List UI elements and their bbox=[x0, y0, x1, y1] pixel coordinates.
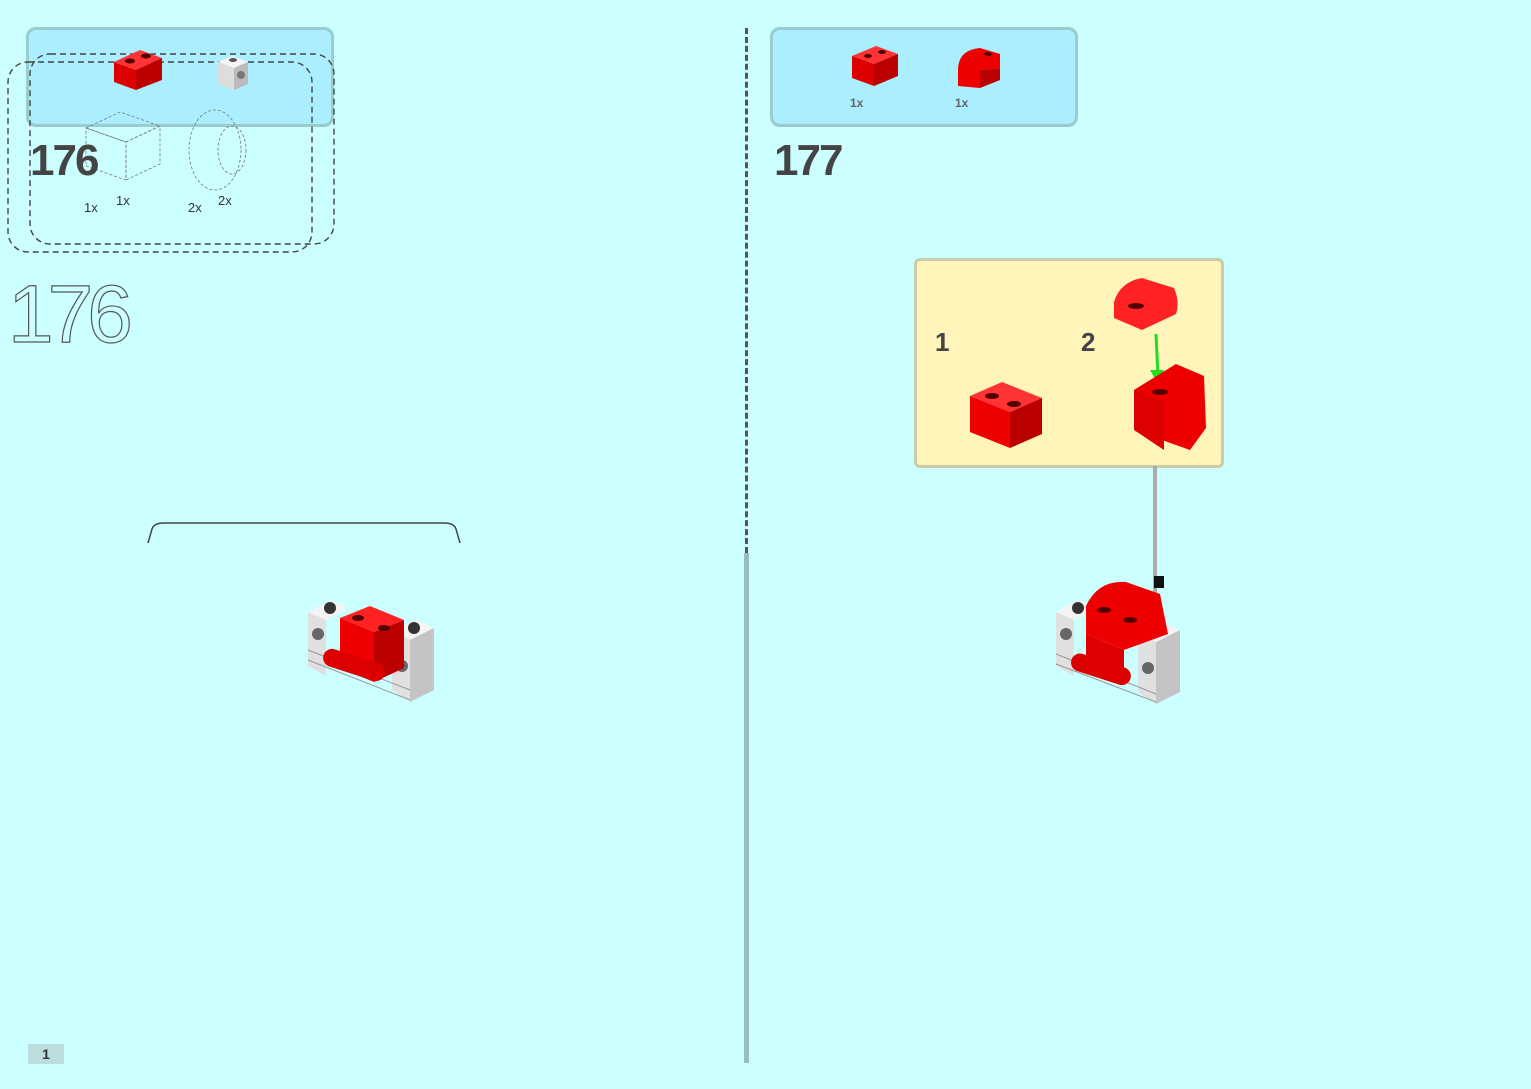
parts-list-bricks-176 bbox=[7, 50, 335, 253]
part-qty-177-1: 1x bbox=[850, 96, 864, 110]
gray-brick-with-stud-icon bbox=[218, 56, 248, 90]
callout-illustrations bbox=[970, 278, 1206, 450]
sub-step-2: 2 bbox=[1081, 327, 1096, 357]
part-qty-1-shadow: 1x bbox=[116, 193, 130, 208]
step-number-177: 177 bbox=[774, 136, 843, 185]
sub-step-1: 1 bbox=[935, 327, 950, 357]
step-number-176: 176 bbox=[30, 136, 99, 185]
sub-step-2-curved-slope-icon bbox=[1114, 278, 1178, 330]
callout-connector-line bbox=[1153, 466, 1157, 596]
page-divider-dashed bbox=[745, 28, 748, 553]
red-brick-icon bbox=[114, 50, 162, 90]
part-qty-2-shadow: 2x bbox=[218, 193, 232, 208]
ghost-part-outlines bbox=[84, 109, 247, 191]
page-divider bbox=[744, 553, 749, 1063]
part-qty-2: 2x bbox=[188, 200, 202, 215]
model-assembly-176 bbox=[307, 600, 434, 702]
parts-list-box-177 bbox=[770, 27, 1078, 127]
parts-list-bricks-177 bbox=[852, 46, 1000, 88]
sub-step-2-result-icon bbox=[1134, 364, 1206, 450]
model-assembly-177 bbox=[1055, 576, 1180, 704]
red-curved-slope-icon bbox=[958, 48, 1000, 88]
ghost-outline-inner bbox=[29, 53, 335, 245]
build-bracket bbox=[147, 522, 461, 544]
red-brick-icon bbox=[852, 46, 898, 86]
ghost-step-number: 176 bbox=[7, 268, 133, 360]
part-qty-1: 1x bbox=[84, 200, 98, 215]
part-qty-177-2: 1x bbox=[955, 96, 969, 110]
parts-list-box-176 bbox=[26, 27, 334, 127]
green-arrow-icon bbox=[1154, 333, 1160, 377]
page-number: 1 bbox=[28, 1044, 64, 1064]
sub-step-1-brick-icon bbox=[970, 382, 1042, 448]
